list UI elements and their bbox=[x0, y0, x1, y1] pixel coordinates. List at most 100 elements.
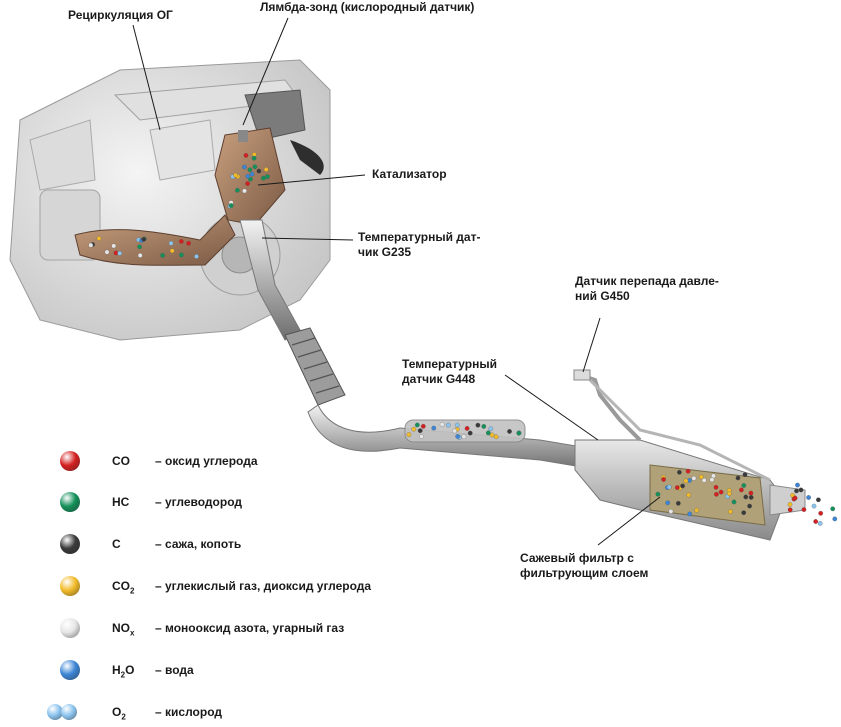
legend-item: NOx – монооксид азота, угарный газ bbox=[55, 617, 435, 639]
gas-particle bbox=[747, 503, 752, 509]
gas-particle bbox=[741, 510, 747, 516]
gas-particle bbox=[242, 164, 247, 170]
gas-particle bbox=[414, 422, 420, 428]
gas-particle bbox=[168, 240, 174, 246]
gas-particle bbox=[811, 503, 817, 509]
gas-particle bbox=[117, 250, 123, 256]
legend-formula: O2 bbox=[112, 705, 126, 722]
gas-particle bbox=[439, 422, 445, 427]
gas-particle bbox=[249, 171, 255, 177]
gas-particle bbox=[694, 507, 700, 513]
gas-particle bbox=[830, 506, 836, 512]
gas-particle bbox=[179, 239, 184, 244]
gas-particle bbox=[488, 426, 494, 432]
gas-particle bbox=[475, 422, 481, 428]
gas-particle bbox=[665, 500, 671, 506]
gas-particle bbox=[420, 423, 426, 429]
gas-particle bbox=[411, 426, 417, 432]
gas-particle bbox=[228, 203, 234, 208]
gas-particle bbox=[247, 167, 253, 173]
legend-formula: C bbox=[112, 537, 121, 551]
gas-particle bbox=[137, 244, 142, 250]
legend-formula: NOx bbox=[112, 621, 135, 638]
gas-particle bbox=[687, 511, 693, 517]
gas-particle bbox=[137, 253, 143, 258]
gas-particle bbox=[96, 236, 102, 241]
gas-particle bbox=[735, 475, 741, 481]
gas-particle bbox=[160, 253, 165, 258]
gas-particle bbox=[818, 510, 824, 516]
gas-particle bbox=[452, 428, 457, 434]
legend-formula: HC bbox=[112, 495, 130, 509]
gas-particle bbox=[698, 474, 704, 480]
flex-pipe bbox=[284, 327, 346, 406]
gas-particle bbox=[709, 477, 715, 483]
gas-particle bbox=[795, 482, 800, 488]
gas-particle bbox=[739, 487, 744, 493]
gas-particle bbox=[748, 495, 754, 500]
gas-particle bbox=[245, 181, 250, 186]
gas-particle bbox=[718, 489, 724, 495]
gas-particle bbox=[516, 430, 522, 436]
gas-particles bbox=[88, 152, 838, 526]
gas-particle bbox=[685, 468, 691, 474]
gas-particle bbox=[252, 164, 258, 170]
gas-particle bbox=[242, 188, 247, 194]
gas-particle bbox=[111, 243, 117, 249]
gas-particle bbox=[677, 469, 682, 475]
gas-particle bbox=[748, 490, 754, 496]
gas-particle bbox=[691, 475, 697, 481]
legend-item: HC– углеводород bbox=[55, 491, 435, 513]
legend-item: C – сажа, копоть bbox=[55, 533, 435, 555]
gas-particle bbox=[251, 155, 257, 161]
label-pressure-sensor-g450: Датчик перепада давле- ний G450 bbox=[575, 274, 719, 303]
gas-particle bbox=[467, 430, 473, 436]
gas-particle bbox=[666, 484, 672, 490]
engine-block bbox=[9, 59, 331, 341]
label-temp-sensor-g235: Температурный дат- чик G235 bbox=[358, 230, 481, 259]
gas-particle bbox=[686, 492, 691, 498]
gas-particle bbox=[683, 478, 689, 484]
legend-item: CO2– углекислый газ, диоксид углерода bbox=[55, 575, 435, 597]
gas-particle bbox=[406, 432, 412, 437]
gas-particle bbox=[661, 477, 666, 482]
legend-description: – сажа, копоть bbox=[155, 537, 242, 551]
gas-particle bbox=[713, 484, 719, 490]
gas-particle bbox=[714, 491, 719, 497]
label-egr: Рециркуляция ОГ bbox=[68, 8, 173, 22]
gas-particle bbox=[813, 519, 819, 524]
gas-particle bbox=[655, 491, 661, 497]
gas-particle bbox=[431, 425, 437, 431]
gas-particle bbox=[741, 483, 747, 488]
gas-particle bbox=[481, 424, 487, 429]
label-lambda-sensor: Лямбда-зонд (кислородный датчик) bbox=[260, 0, 475, 14]
gas-particle bbox=[256, 168, 262, 174]
legend-description: – углекислый газ, диоксид углерода bbox=[155, 579, 372, 593]
gas-particle bbox=[507, 429, 512, 434]
gas-particle bbox=[728, 509, 733, 514]
gas-particle bbox=[731, 499, 737, 505]
gas-particle bbox=[743, 494, 749, 500]
gas-particle bbox=[235, 187, 240, 193]
label-catalyst: Катализатор bbox=[372, 167, 447, 181]
front-exhaust-pipe bbox=[239, 219, 301, 341]
gas-particle bbox=[263, 167, 269, 172]
gas-particle bbox=[261, 175, 266, 181]
label-temp-sensor-g448: Температурный датчик G448 bbox=[402, 357, 497, 386]
gas-particle bbox=[141, 236, 147, 242]
legend-item: CO– оксид углерода bbox=[55, 450, 435, 472]
legend-item: O2– кислород bbox=[47, 701, 435, 723]
legend-formula: CO bbox=[112, 454, 130, 468]
legend-formula: H2O bbox=[112, 663, 135, 680]
gas-particle bbox=[787, 502, 793, 507]
gas-particle bbox=[233, 172, 238, 178]
gas-particle bbox=[680, 483, 685, 489]
gas-particle bbox=[88, 242, 94, 248]
gas-particle bbox=[179, 252, 184, 258]
gas-particle bbox=[742, 472, 748, 478]
legend-description: – монооксид азота, угарный газ bbox=[155, 621, 345, 635]
gas-particle bbox=[186, 240, 191, 246]
gas-particle bbox=[194, 254, 199, 259]
particulate-filter bbox=[574, 439, 806, 541]
